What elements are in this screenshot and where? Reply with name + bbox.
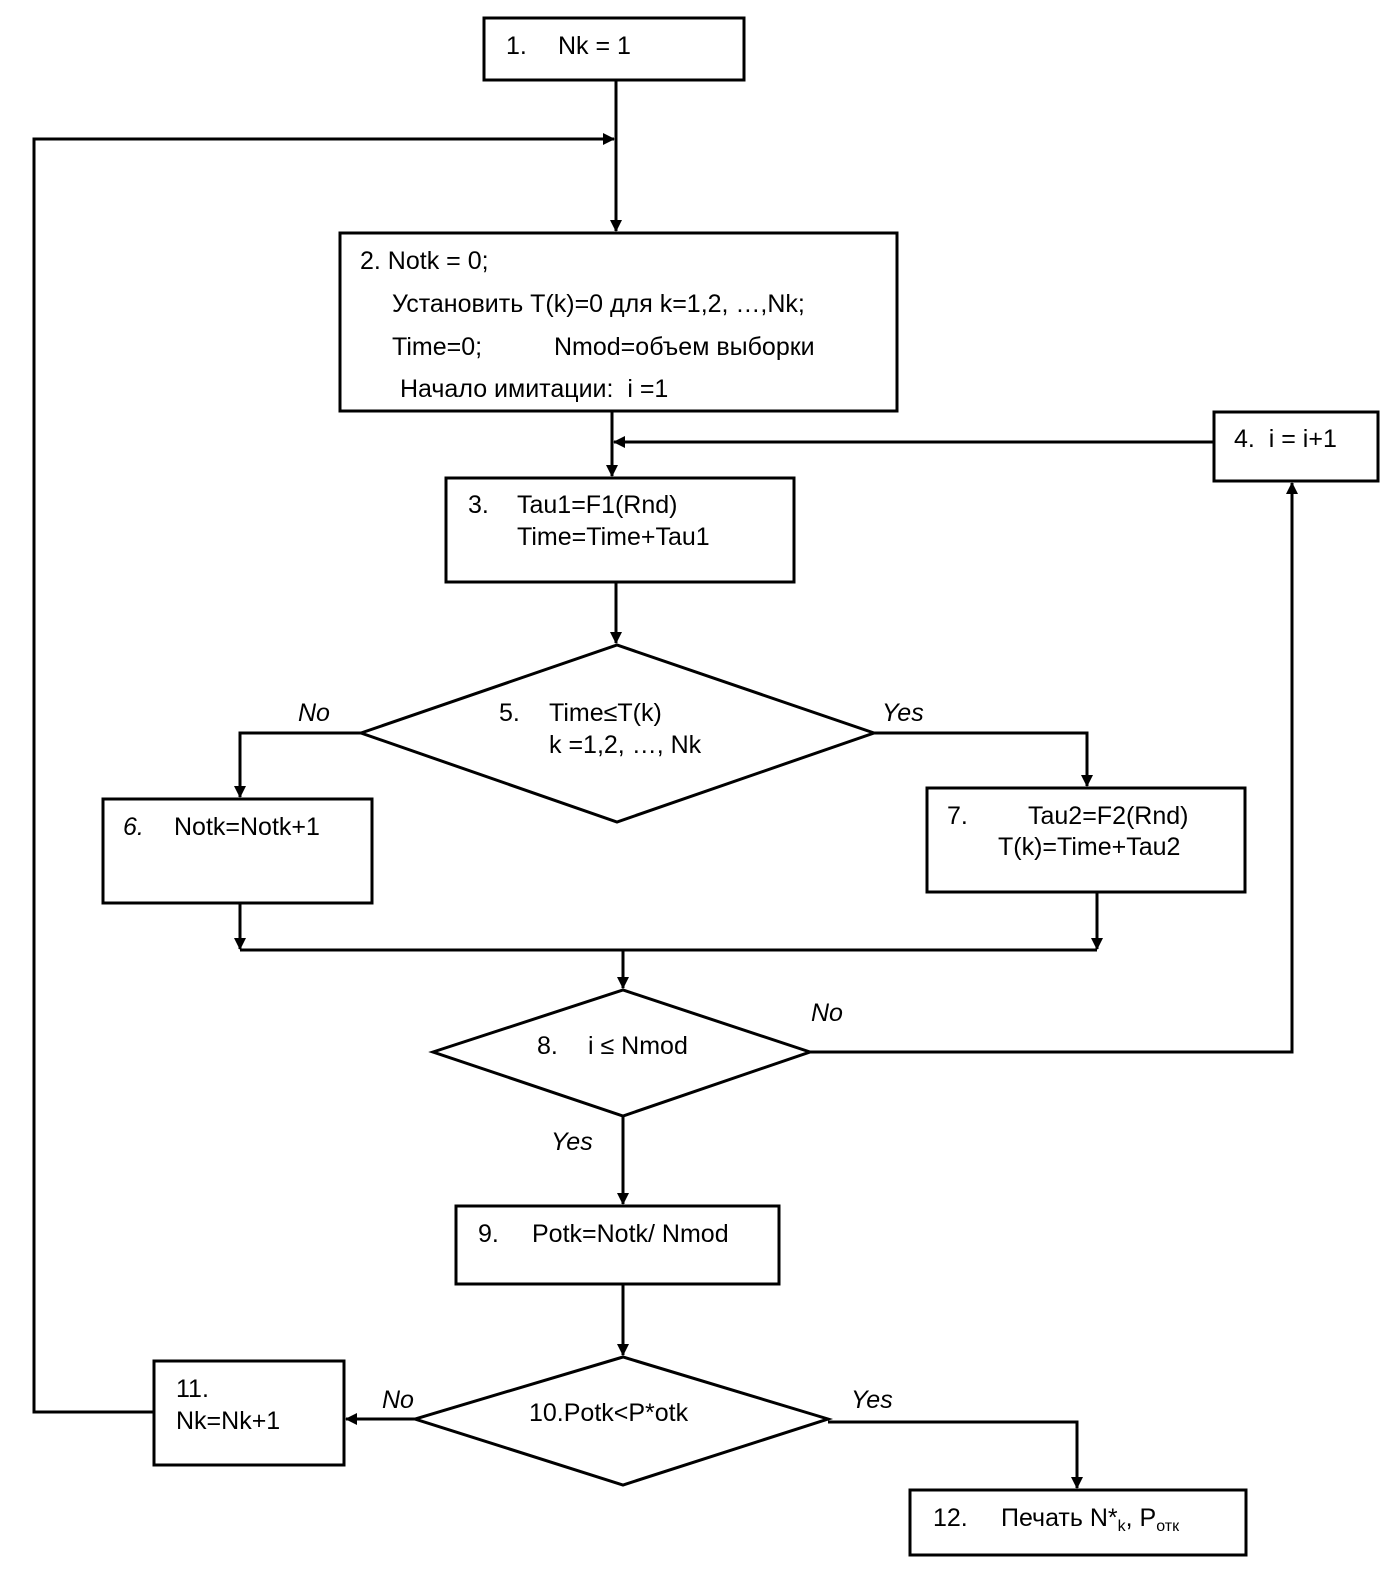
block-1-box <box>482 16 746 82</box>
decision-5-line-2: k =1,2, …, Nk <box>549 731 702 759</box>
connector-5-no-to-6 <box>234 731 361 798</box>
block-12-sub-otk: отк <box>1156 1518 1180 1535</box>
block-2-line-3a: Time=0; <box>392 333 483 361</box>
decision-5-no-label: No <box>298 699 330 727</box>
block-12-sub-k: k <box>1117 1518 1126 1535</box>
block-2-line-2: Установить T(k)=0 для k=1,2, …,Nk; <box>392 290 805 318</box>
block-7-line-2: T(k)=Time+Tau2 <box>998 833 1181 861</box>
block-7-box <box>925 786 1247 894</box>
block-2-line-3b: Nmod=объем выборки <box>554 333 815 361</box>
block-7-line-1: Tau2=F2(Rnd) <box>1028 802 1189 830</box>
block-12-number: 12. <box>933 1504 968 1532</box>
block-12-box <box>908 1488 1248 1557</box>
block-4-box <box>1212 410 1380 483</box>
block-2-line-4: Начало имитации: i =1 <box>400 375 669 403</box>
connector-loop-11-to-top <box>32 133 615 1414</box>
block-3-line-1: Tau1=F1(Rnd) <box>517 491 678 519</box>
decision-10-yes-label: Yes <box>851 1386 893 1414</box>
decision-8-yes-label: Yes <box>551 1128 593 1156</box>
block-3-line-2: Time=Time+Tau1 <box>517 523 710 551</box>
block-11-number: 11. <box>176 1375 209 1403</box>
block-7-number: 7. <box>947 802 968 830</box>
block-12-main: Печать N* <box>1001 1504 1118 1532</box>
block-6-number: 6. <box>123 813 144 841</box>
decision-5-line-1: Time≤T(k) <box>549 699 662 727</box>
block-2-box <box>338 231 899 413</box>
block-3-box <box>444 476 796 584</box>
decision-8-no-label: No <box>811 999 843 1027</box>
block-6-box <box>101 797 374 905</box>
connector-5-yes-to-7 <box>874 731 1093 787</box>
block-1-number: 1. <box>506 32 527 60</box>
decision-5-number: 5. <box>499 699 520 727</box>
block-11-text: Nk=Nk+1 <box>176 1407 281 1435</box>
decision-8-number: 8. <box>537 1032 558 1060</box>
block-2-line-1: 2. Notk = 0; <box>360 247 489 275</box>
decision-10-text: 10.Potk<P*otk <box>529 1399 689 1427</box>
decision-5-yes-label: Yes <box>882 699 924 727</box>
decision-10-diamond <box>409 1355 834 1487</box>
block-3-number: 3. <box>468 491 489 519</box>
block-4-text: 4. i = i+1 <box>1234 425 1337 453</box>
block-12-sep: , P <box>1125 1504 1157 1532</box>
block-9-box <box>454 1204 781 1286</box>
block-1-text: Nk = 1 <box>558 32 631 60</box>
connector-10-yes-to-12 <box>828 1420 1083 1489</box>
decision-8-text: i ≤ Nmod <box>588 1032 688 1060</box>
connector-8-no-to-4 <box>810 482 1298 1054</box>
block-9-text: Potk=Notk/ Nmod <box>532 1220 729 1248</box>
block-9-number: 9. <box>478 1220 499 1248</box>
block-12-text: Печать N*k, Pотк <box>1001 1502 1179 1543</box>
decision-10-no-label: No <box>382 1386 414 1414</box>
block-6-text: Notk=Notk+1 <box>174 813 320 841</box>
